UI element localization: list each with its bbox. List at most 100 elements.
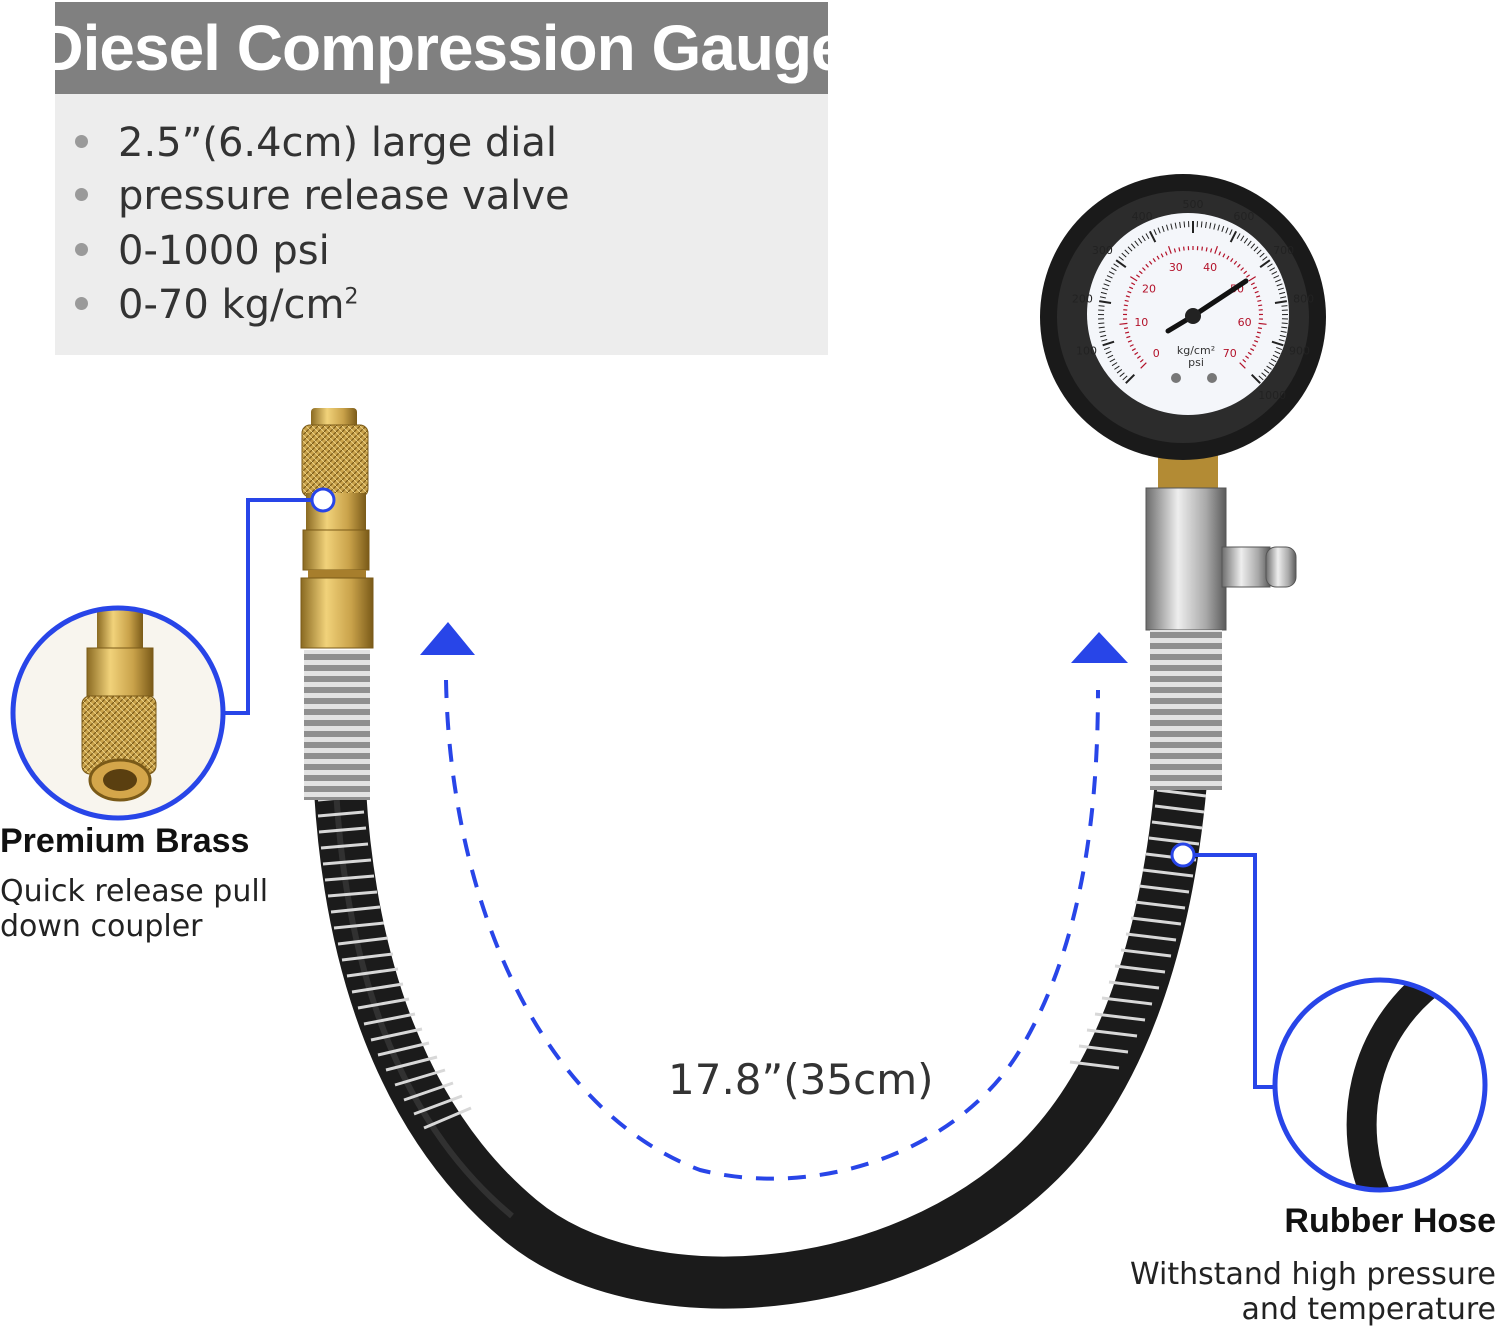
dial-tick bbox=[1114, 365, 1120, 370]
dial-tick bbox=[1174, 222, 1177, 229]
dial-tick-kg bbox=[1233, 260, 1238, 265]
dial-tick bbox=[1166, 224, 1169, 231]
dial-tick-kg bbox=[1246, 274, 1250, 278]
dial-tick-kg bbox=[1129, 286, 1134, 290]
dial-tick-kg bbox=[1230, 258, 1234, 263]
dial-tick bbox=[1134, 240, 1139, 246]
dial-tick bbox=[1281, 305, 1288, 307]
dial-tick bbox=[1266, 365, 1272, 370]
callout-hose bbox=[1170, 842, 1488, 1193]
dial-tick bbox=[1276, 283, 1283, 287]
dial-tick bbox=[1101, 339, 1108, 342]
dial-tick bbox=[1200, 221, 1203, 228]
dial-tick-kg bbox=[1257, 299, 1262, 302]
callout-brass bbox=[10, 487, 336, 821]
dial-tick-kg bbox=[1247, 351, 1252, 356]
bullet-icon bbox=[75, 134, 88, 148]
dial-tick bbox=[1122, 375, 1128, 381]
dial-tick-kg bbox=[1248, 276, 1256, 282]
arrow-up-icon bbox=[420, 622, 475, 655]
dial-tick bbox=[1183, 221, 1186, 228]
dial-tick-kg bbox=[1173, 248, 1177, 253]
dial-label-kg: 60 bbox=[1238, 316, 1252, 329]
dial-tick-kg bbox=[1255, 335, 1260, 339]
dial-tick-kg bbox=[1250, 348, 1255, 352]
dial-tick bbox=[1278, 339, 1285, 342]
bullet-icon bbox=[75, 187, 88, 201]
dial-tick bbox=[1280, 296, 1287, 299]
dial-tick bbox=[1179, 221, 1181, 228]
dial-tick bbox=[1240, 235, 1245, 242]
feature-desc-hose: Withstand high pressure and temperature bbox=[1129, 1257, 1496, 1327]
dial-tick-kg bbox=[1124, 299, 1129, 302]
dial-label-psi: 400 bbox=[1132, 210, 1153, 223]
dial-tick bbox=[1098, 326, 1105, 329]
dial-tick bbox=[1157, 227, 1161, 234]
dial-tick bbox=[1098, 305, 1105, 307]
feature-title-hose: Rubber Hose bbox=[1284, 1202, 1496, 1240]
dial-tick bbox=[1272, 354, 1279, 359]
dial-tick bbox=[1259, 252, 1265, 258]
dial-tick-kg bbox=[1138, 270, 1143, 275]
dial-tick bbox=[1221, 225, 1225, 232]
dial-tick-kg bbox=[1205, 247, 1208, 252]
dial-tick-kg bbox=[1136, 355, 1141, 359]
dial-tick-kg bbox=[1222, 253, 1226, 258]
dial-tick bbox=[1115, 259, 1127, 269]
dial-tick-kg bbox=[1148, 260, 1153, 265]
spec-item: pressure release valve bbox=[75, 173, 570, 219]
dial-tick-kg bbox=[1252, 286, 1257, 290]
dial-tick bbox=[1103, 346, 1110, 351]
dial-tick bbox=[1111, 362, 1118, 367]
dial-tick bbox=[1261, 372, 1267, 377]
dial-tick-kg bbox=[1129, 344, 1134, 347]
dial-tick bbox=[1153, 229, 1157, 236]
dial-tick-kg bbox=[1152, 258, 1156, 263]
dial-tick-kg bbox=[1245, 355, 1250, 359]
dial-tick-kg bbox=[1239, 362, 1246, 369]
dial-tick-kg bbox=[1131, 348, 1136, 352]
dial-tick-kg bbox=[1123, 304, 1128, 307]
dial-tick bbox=[1107, 354, 1114, 359]
dial-unit-kg: kg/cm² bbox=[1177, 344, 1215, 357]
dial-tick-kg bbox=[1156, 255, 1160, 260]
dial-tick-kg bbox=[1243, 270, 1248, 275]
dial-tick bbox=[1277, 287, 1284, 291]
dial-label-psi: 100 bbox=[1076, 345, 1097, 358]
dial-tick-kg bbox=[1126, 335, 1131, 339]
dial-tick bbox=[1279, 334, 1286, 338]
dial-tick-kg bbox=[1254, 290, 1259, 294]
dial-tick bbox=[1161, 225, 1165, 232]
dial-tick-kg bbox=[1257, 327, 1262, 330]
dial-label-psi: 300 bbox=[1092, 244, 1113, 257]
dial-tick-kg bbox=[1250, 282, 1255, 286]
dial-tick bbox=[1247, 240, 1252, 246]
dial-tick-kg bbox=[1218, 251, 1222, 256]
dial-tick bbox=[1102, 287, 1109, 291]
spec-item: 0-70 kg/cm2 bbox=[75, 282, 358, 328]
dial-tick bbox=[1141, 235, 1146, 242]
dial-tick bbox=[1205, 221, 1207, 228]
dial-tick bbox=[1113, 263, 1119, 268]
dial-tick bbox=[1275, 279, 1281, 283]
dial-tick bbox=[1281, 326, 1288, 329]
dial-tick-kg bbox=[1178, 247, 1181, 252]
dial-label-kg: 30 bbox=[1169, 261, 1183, 274]
dial-tick bbox=[1099, 330, 1106, 333]
dial-label-kg: 70 bbox=[1223, 347, 1237, 360]
dial-tick-kg bbox=[1139, 358, 1144, 363]
dial-tick bbox=[1109, 358, 1116, 363]
dial-tick bbox=[1213, 223, 1216, 230]
dial-tick-kg bbox=[1160, 253, 1164, 258]
dial-tick bbox=[1259, 259, 1271, 269]
dial-tick bbox=[1279, 291, 1286, 295]
dial-tick bbox=[1262, 256, 1268, 261]
dial-tick bbox=[1100, 334, 1107, 338]
dial-ticks bbox=[1098, 221, 1288, 384]
dial-tick-kg bbox=[1256, 331, 1262, 334]
dial-tick-kg bbox=[1256, 295, 1261, 298]
dial-tick-kg bbox=[1226, 255, 1230, 260]
dial-tick bbox=[1121, 252, 1127, 258]
